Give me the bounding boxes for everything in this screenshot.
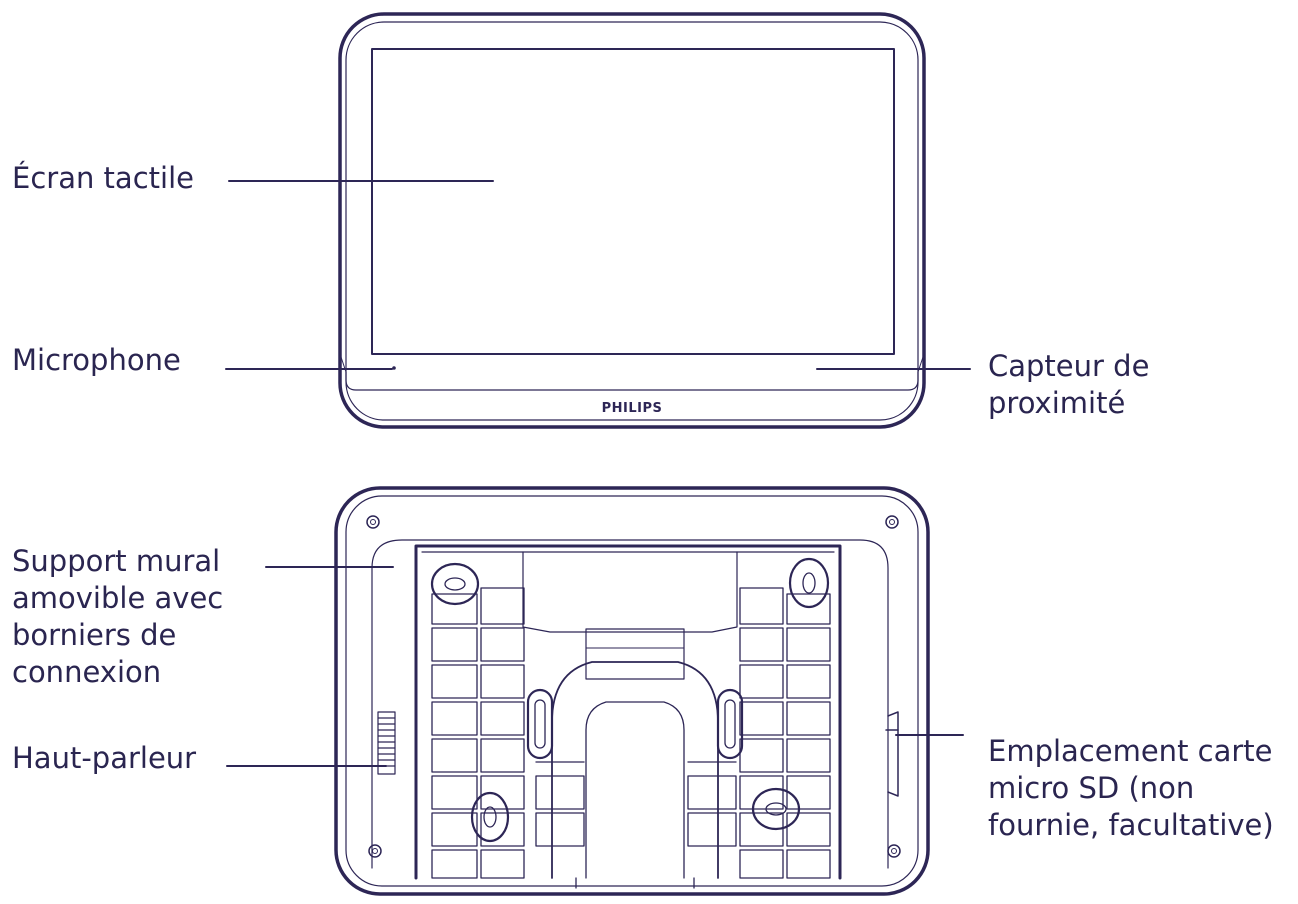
bracket-top-notch <box>522 551 738 633</box>
sd-slot-label-line3: fournie, facultative) <box>988 808 1274 842</box>
keyhole-slot-left <box>526 688 554 760</box>
mount-slot-bottom-left <box>470 791 510 843</box>
back-inner-frame <box>345 495 919 887</box>
touchscreen-label-text: Écran tactile <box>12 161 194 195</box>
back-recess <box>371 539 889 869</box>
wall-mount-label-line2: amovible avec <box>12 581 224 615</box>
bracket-outline <box>414 544 842 880</box>
speaker-label-text: Haut-parleur <box>12 741 197 775</box>
speaker-grille <box>377 711 396 775</box>
screw-top-left <box>366 515 380 529</box>
bracket-center-block <box>585 628 685 680</box>
screw-bottom-left <box>368 844 382 858</box>
wall-mount-bracket[interactable] <box>414 544 842 889</box>
microphone-label: Microphone <box>12 342 181 379</box>
terminal-block-right <box>687 587 831 879</box>
mount-slot-top-left <box>430 562 480 606</box>
philips-logo: PHILIPS <box>602 401 663 416</box>
sd-slot-label-line2: micro SD (non <box>988 771 1195 805</box>
sd-slot-label: Emplacement carte micro SD (non fournie,… <box>988 733 1274 844</box>
front-bottom-panel <box>345 371 919 391</box>
wall-mount-label-line1: Support mural <box>12 544 221 578</box>
sd-slot-label-line1: Emplacement carte <box>988 734 1273 768</box>
wall-mount-label-line3: borniers de <box>12 618 177 652</box>
back-outer-frame <box>334 486 930 896</box>
screw-bottom-right <box>887 844 901 858</box>
back-view <box>334 486 930 896</box>
micro-sd-slot[interactable] <box>885 711 899 797</box>
wall-mount-label-line4: connexion <box>12 655 162 689</box>
front-view: PHILIPS <box>338 12 926 429</box>
microphone-hole <box>392 366 396 370</box>
front-inner-frame <box>345 21 919 421</box>
proximity-sensor-label: Capteur de proximité <box>988 348 1149 422</box>
front-outer-frame <box>338 12 926 429</box>
proximity-sensor-label-line1: Capteur de <box>988 349 1150 383</box>
mount-slot-bottom-right <box>751 787 801 831</box>
mount-slot-top-right <box>788 557 830 609</box>
touchscreen-area[interactable] <box>371 48 895 355</box>
screw-top-right <box>885 515 899 529</box>
bracket-arch-hanger <box>551 661 719 879</box>
proximity-sensor-label-line2: proximité <box>988 386 1126 420</box>
keyhole-slot-right <box>716 688 744 760</box>
terminal-block-left <box>431 587 585 879</box>
touchscreen-label: Écran tactile <box>12 160 194 197</box>
speaker-label: Haut-parleur <box>12 740 196 777</box>
wall-mount-label: Support mural amovible avec borniers de … <box>12 543 223 691</box>
microphone-label-text: Microphone <box>12 343 181 377</box>
